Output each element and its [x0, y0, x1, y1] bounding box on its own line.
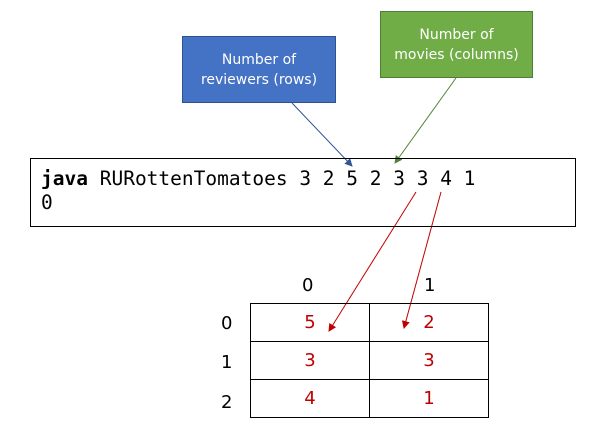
row-header-2: 2 — [221, 392, 233, 413]
columns-callout: Number of movies (columns) — [380, 11, 533, 78]
table-row: 5 2 — [250, 303, 489, 342]
rows-callout: Number of reviewers (rows) — [182, 36, 336, 103]
columns-callout-line2: movies (columns) — [394, 46, 519, 63]
table-cell: 1 — [369, 379, 489, 418]
command-args-line1: 3 2 5 2 3 3 4 1 — [299, 167, 476, 190]
command-program: RURottenTomatoes — [99, 167, 288, 190]
table-cell: 3 — [250, 341, 370, 380]
row-header-1: 1 — [221, 352, 233, 373]
column-header-1: 1 — [424, 275, 436, 296]
table-row: 4 1 — [250, 379, 489, 418]
ratings-table: 5 2 3 3 4 1 — [250, 303, 489, 418]
command-line-box: java RURottenTomatoes 3 2 5 2 3 3 4 1 0 — [30, 158, 576, 227]
table-cell: 5 — [250, 303, 370, 342]
table-row: 3 3 — [250, 341, 489, 380]
table-cell: 3 — [369, 341, 489, 380]
columns-callout-line1: Number of — [419, 26, 494, 43]
command-args-line2: 0 — [41, 191, 53, 214]
rows-callout-line2: reviewers (rows) — [200, 71, 318, 88]
rows-arrow — [291, 102, 353, 167]
table-cell: 4 — [250, 379, 370, 418]
column-header-0: 0 — [302, 275, 314, 296]
rows-callout-line1: Number of — [221, 51, 297, 68]
table-cell: 2 — [369, 303, 489, 342]
command-keyword: java — [41, 167, 88, 190]
cols-arrow — [394, 77, 457, 164]
row-header-0: 0 — [221, 313, 233, 334]
